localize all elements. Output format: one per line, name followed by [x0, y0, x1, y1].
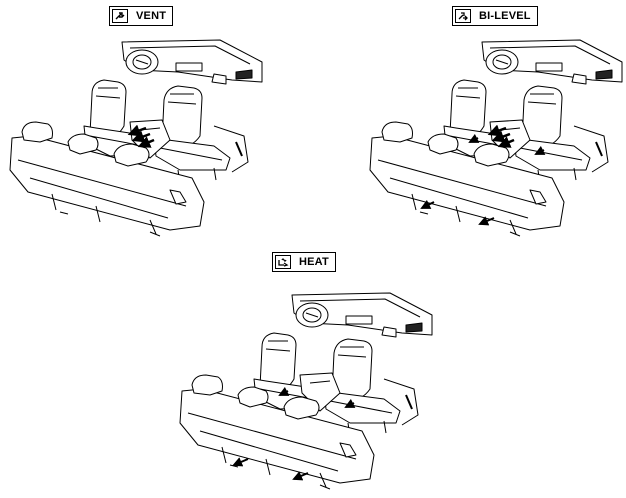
vent-interior-illustration — [9, 39, 263, 237]
vent-mode-label: VENT — [109, 6, 174, 26]
heat-floor-airflow-arrows — [232, 386, 356, 481]
bilevel-floor-airflow-arrows — [420, 133, 546, 226]
vent-mode-icon — [112, 9, 128, 23]
bilevel-mode-icon — [455, 9, 471, 23]
bilevel-mode-label: BI-LEVEL — [452, 6, 538, 26]
vent-mode-text: VENT — [136, 9, 167, 22]
bilevel-mode-text: BI-LEVEL — [479, 9, 531, 22]
heat-mode-text: HEAT — [299, 255, 329, 268]
bilevel-interior-illustration — [369, 39, 623, 237]
vent-center-airflow-arrows — [127, 124, 155, 148]
heat-interior-illustration — [179, 292, 433, 490]
bilevel-center-airflow-arrows — [487, 124, 515, 148]
heat-mode-label: HEAT — [272, 252, 336, 272]
heat-mode-icon — [275, 255, 291, 269]
